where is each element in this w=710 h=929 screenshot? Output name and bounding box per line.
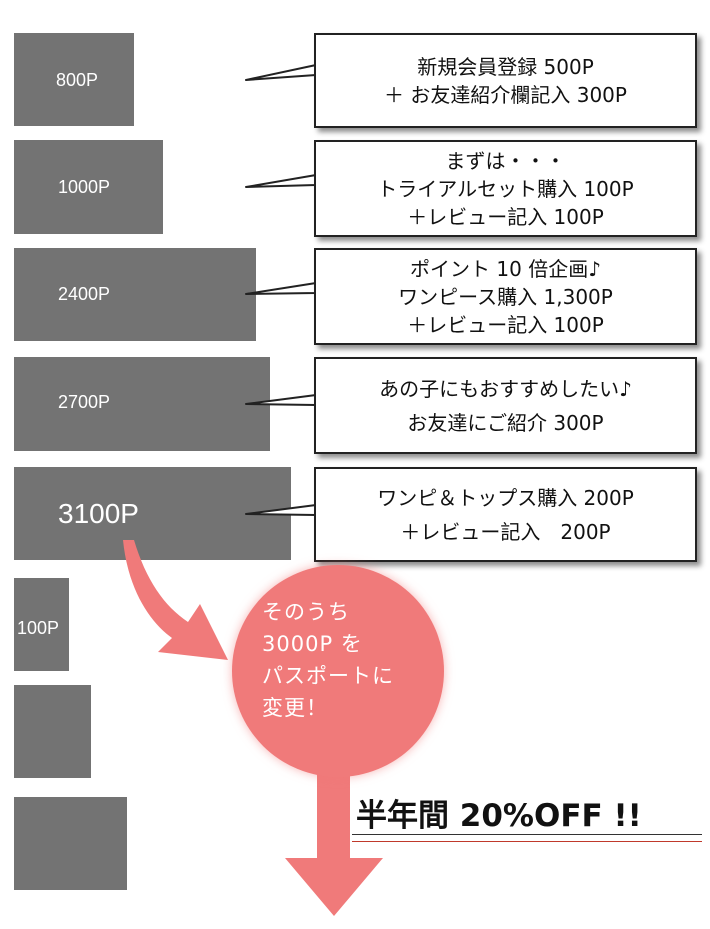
speech-bubble-2: まずは・・・ トライアルセット購入 100P ＋レビュー記入 100P [314, 140, 697, 237]
points-label-2: 1000P [58, 177, 111, 197]
bubble-3-line-2: ワンピース購入 1,300P [398, 284, 613, 309]
points-bar-8 [14, 797, 127, 890]
points-bar-6: 100P [14, 578, 69, 671]
callout-line-3: パスポートに [262, 664, 394, 688]
bubble-5-line-2: ＋レビュー記入 200P [400, 519, 611, 544]
points-bar-1: 800P [14, 33, 134, 126]
points-label-4: 2700P [58, 392, 111, 412]
callout-line-4: 変更！ [262, 696, 328, 720]
callout-line-2: 3000P を [262, 632, 363, 656]
points-bar-3: 2400P [14, 248, 256, 341]
bubble-3-line-3: ＋レビュー記入 100P [407, 312, 604, 337]
passport-callout-text: そのうち 3000P を パスポートに 変更！ [262, 596, 432, 724]
points-label-1: 800P [56, 70, 99, 90]
bubble-1-line-1: 新規会員登録 500P [417, 54, 594, 79]
points-bar-5: 3100P [14, 467, 291, 560]
points-bar-4: 2700P [14, 357, 270, 451]
speech-bubble-1: 新規会員登録 500P ＋ お友達紹介欄記入 300P [314, 33, 697, 128]
bubble-5-line-1: ワンピ＆トップス購入 200P [377, 485, 634, 510]
bubble-1-line-2: ＋ お友達紹介欄記入 300P [384, 82, 627, 107]
bubble-2-line-2: トライアルセット購入 100P [377, 176, 634, 201]
points-label-3: 2400P [58, 284, 111, 304]
discount-text: 半年間 20%OFF !! [356, 798, 642, 834]
discount-underline-dark [352, 834, 702, 835]
callout-line-1: そのうち [262, 600, 350, 624]
bubble-2-line-1: まずは・・・ [445, 148, 566, 173]
points-bar-2: 1000P [14, 140, 163, 234]
bubble-2-line-3: ＋レビュー記入 100P [407, 204, 604, 229]
speech-bubble-5: ワンピ＆トップス購入 200P ＋レビュー記入 200P [314, 467, 697, 562]
speech-bubble-4: あの子にもおすすめしたい♪ お友達にご紹介 300P [314, 357, 697, 454]
bubble-4-line-1: あの子にもおすすめしたい♪ [379, 376, 632, 401]
points-label-5: 3100P [58, 498, 139, 529]
passport-callout-circle [232, 565, 444, 777]
discount-underline-red [352, 841, 702, 842]
bubble-4-line-2: お友達にご紹介 300P [407, 410, 604, 435]
speech-bubble-3: ポイント 10 倍企画♪ ワンピース購入 1,300P ＋レビュー記入 100P [314, 248, 697, 345]
points-bar-7 [14, 685, 91, 778]
points-label-6: 100P [17, 618, 60, 638]
bubble-3-line-1: ポイント 10 倍企画♪ [410, 256, 601, 281]
